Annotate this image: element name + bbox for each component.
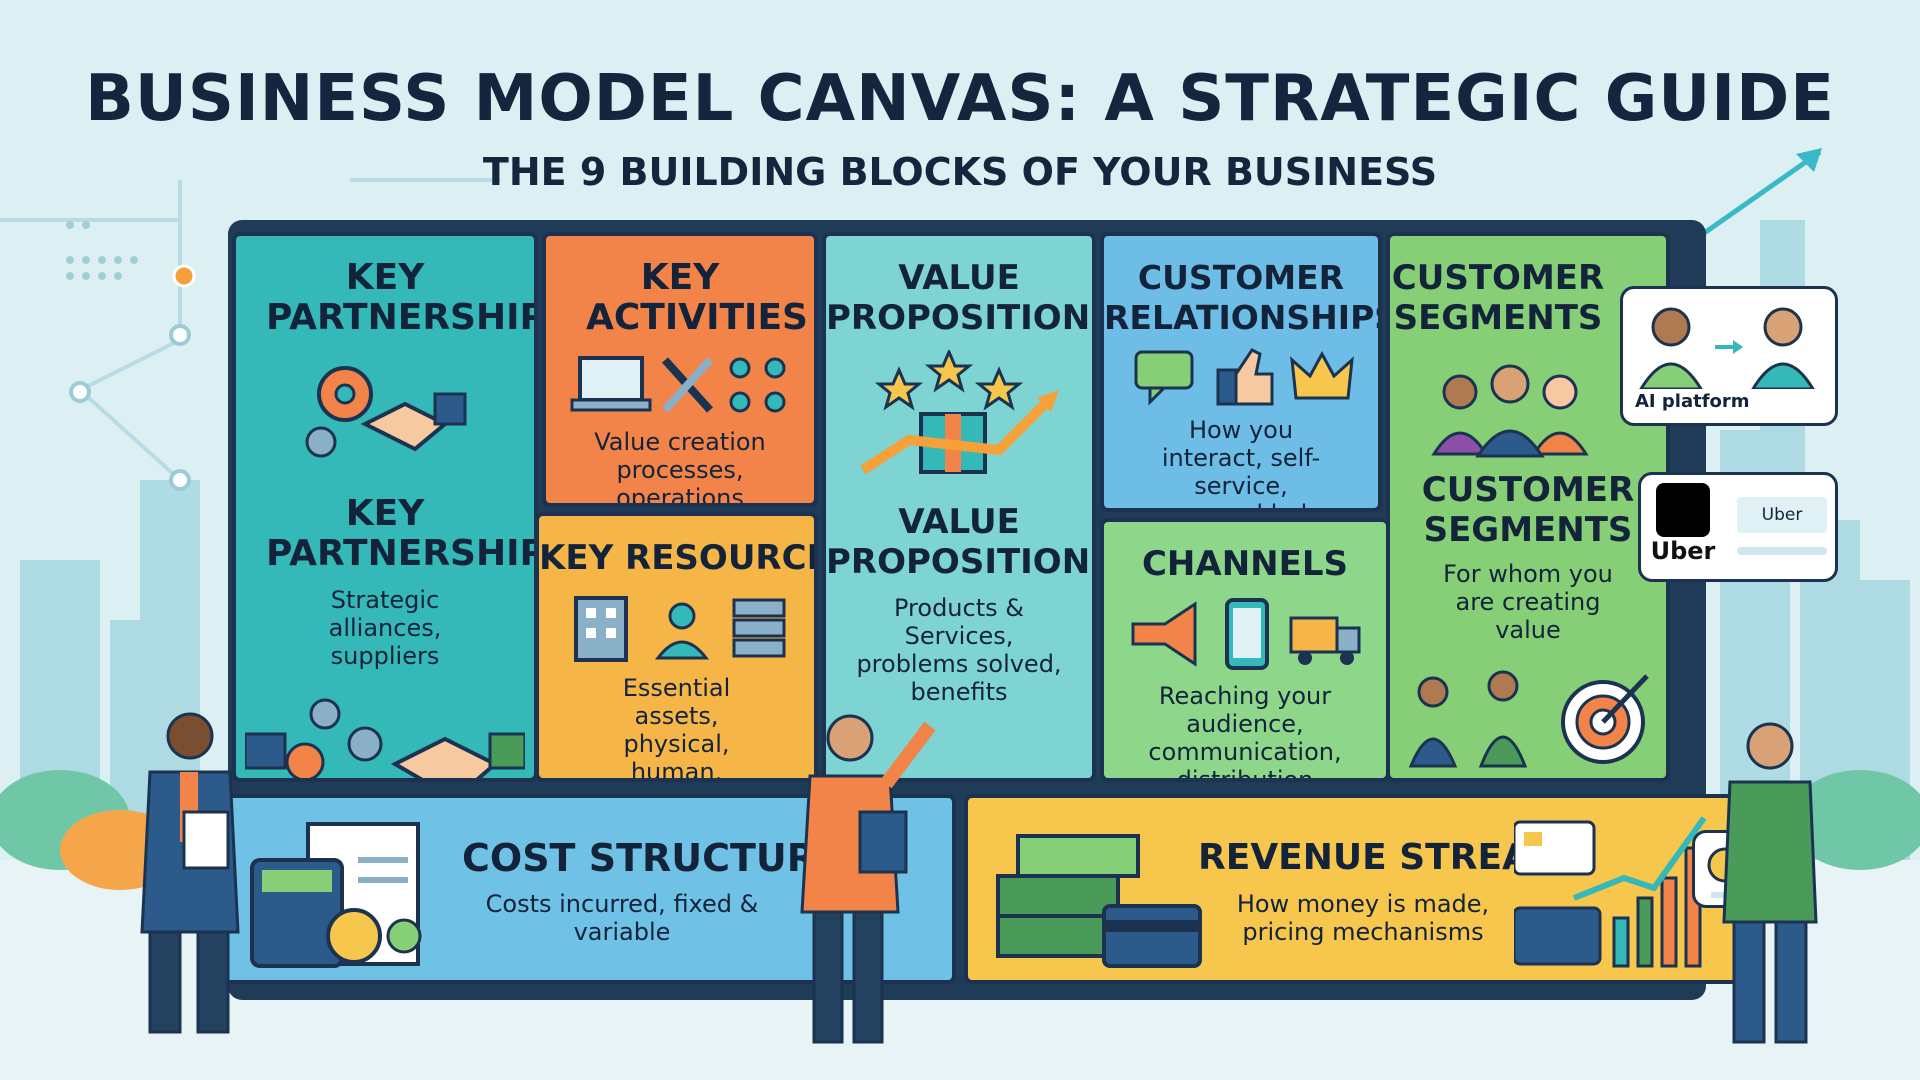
megaphone-phone-truck-icon <box>1131 598 1361 670</box>
uber-logo-mark <box>1656 483 1710 537</box>
cost-structure-description: Costs incurred, fixed & variable <box>485 890 759 946</box>
businesswoman-center-figure <box>800 714 936 1044</box>
customer-relationships-description: How you interact, self-service, personal… <box>1159 416 1322 508</box>
uber-label-box: Uber <box>1737 497 1827 533</box>
key-resources-description: Essential assets, physical, human, intel… <box>622 674 731 782</box>
key-partnerships-heading: KEY PARTNERSHIPS <box>266 493 534 574</box>
customer-segments-heading-top: CUSTOMER SEGMENTS <box>1391 258 1605 338</box>
cost-structure-heading: COST STRUCTURE <box>462 836 842 880</box>
customer-relationships-heading: CUSTOMER RELATIONSHIPS <box>1104 258 1382 337</box>
block-revenue-streams: REVENUE STREAMS How money is made, prici… <box>964 794 1746 984</box>
handshake-icon <box>245 698 525 778</box>
chat-thumbs-crown-icon <box>1134 348 1354 406</box>
page-subtitle: THE 9 BUILDING BLOCKS OF YOUR BUSINESS <box>482 150 1438 194</box>
block-customer-segments: CUSTOMER SEGMENTS CUSTOMER SEGMENTS For … <box>1386 232 1670 782</box>
revenue-streams-heading: REVENUE STREAMS <box>1198 837 1592 878</box>
key-resources-heading: KEY RESOURCES <box>539 538 814 578</box>
target-people-icon <box>1408 670 1649 768</box>
block-value-propositions: VALUE PROPOSITIONS VALUE PROPOSITIONS Pr… <box>822 232 1096 782</box>
gear-handshake-icon <box>305 366 467 458</box>
calculator-invoice-icon <box>250 822 422 968</box>
block-customer-relationships: CUSTOMER RELATIONSHIPS How you interact,… <box>1100 232 1382 512</box>
uber-card: Uber Uber <box>1638 472 1838 582</box>
block-key-partnerships: KEY PARTNERSHIPS KEY PARTNERSHIPS Strate… <box>232 232 538 782</box>
user-switch-icon <box>1639 307 1815 389</box>
channels-description: Reaching your audience, communication, d… <box>1148 682 1342 782</box>
uber-placeholder-line <box>1737 547 1827 555</box>
key-activities-description: Value creation processes, operations <box>594 428 766 507</box>
revenue-streams-description: How money is made, pricing mechanisms <box>1236 890 1490 946</box>
block-key-resources: KEY RESOURCES Essential assets, physical… <box>535 512 818 782</box>
customer-segments-description: For whom you are creating value <box>1443 560 1613 644</box>
ai-platform-label: AI platform <box>1635 391 1750 412</box>
customer-segments-heading: CUSTOMER SEGMENTS <box>1421 470 1635 550</box>
money-stack-card-icon <box>996 834 1202 968</box>
man-right-figure <box>1722 722 1818 1044</box>
value-propositions-heading-top: VALUE PROPOSITIONS <box>826 258 1096 338</box>
card-growth-chart-icon <box>1514 816 1707 968</box>
building-people-server-icon <box>573 596 785 662</box>
page-title: BUSINESS MODEL CANVAS: A STRATEGIC GUIDE <box>85 62 1835 136</box>
value-propositions-description: Products & Services, problems solved, be… <box>856 594 1062 706</box>
block-key-activities: KEY ACTIVITIES Value creation processes,… <box>542 232 818 507</box>
key-partnerships-heading-top: KEY PARTNERSHIPS <box>266 257 534 338</box>
key-activities-heading: KEY ACTIVITIES <box>586 257 808 338</box>
block-channels: CHANNELS Reaching your audience, communi… <box>1100 518 1390 782</box>
laptop-tools-icon <box>570 356 786 413</box>
ai-platform-card: AI platform <box>1620 286 1838 426</box>
uber-label: Uber <box>1761 505 1803 525</box>
uber-logo-text: Uber <box>1650 537 1716 565</box>
people-group-icon <box>1431 364 1589 458</box>
uber-logo: Uber <box>1649 483 1717 575</box>
businessman-left-figure <box>140 712 240 1034</box>
value-propositions-heading: VALUE PROPOSITIONS <box>826 502 1096 582</box>
key-partnerships-description: Strategic alliances, suppliers <box>328 586 442 670</box>
gift-stars-icon <box>860 350 1059 475</box>
channels-heading: CHANNELS <box>1141 544 1348 584</box>
